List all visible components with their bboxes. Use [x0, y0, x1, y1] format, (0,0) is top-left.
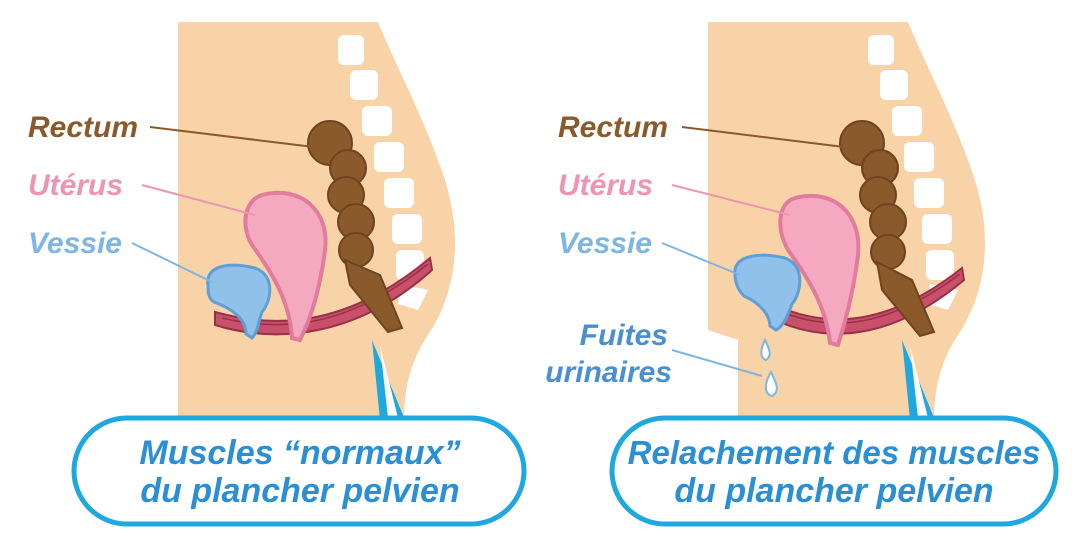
right-panel: Rectum Utérus Vessie Fuites urinaires Re…: [545, 22, 1059, 527]
label-rectum: Rectum: [558, 111, 668, 144]
leader-lines: [131, 126, 323, 283]
uterus: [243, 190, 328, 343]
caption-line-1: Relachement des muscles: [628, 434, 1041, 471]
bladder: [733, 253, 802, 332]
rectum: [839, 120, 936, 338]
urine-drops: [760, 337, 778, 398]
uterus: [778, 194, 861, 348]
caption-bubble: Relachement des muscles du plancher pelv…: [609, 340, 1059, 527]
label-urinary-leak-line-1: Fuites: [580, 319, 668, 352]
bladder: [206, 263, 272, 340]
label-bladder: Vessie: [28, 227, 122, 260]
label-urinary-leak-line-2: urinaires: [545, 356, 672, 389]
rectum: [307, 120, 404, 334]
caption-line-2: du plancher pelvien: [674, 472, 993, 510]
label-rectum: Rectum: [28, 111, 138, 144]
label-uterus: Utérus: [28, 169, 123, 202]
label-bladder: Vessie: [558, 227, 652, 260]
caption-bubble: Muscles “normaux” du plancher pelvien: [71, 340, 527, 527]
label-uterus: Utérus: [558, 169, 653, 202]
leader-lines: [661, 126, 853, 377]
caption-line-2: du plancher pelvien: [140, 472, 459, 510]
left-panel: Rectum Utérus Vessie Muscles “normaux” d…: [28, 22, 527, 527]
caption-line-1: Muscles “normaux”: [139, 434, 460, 472]
